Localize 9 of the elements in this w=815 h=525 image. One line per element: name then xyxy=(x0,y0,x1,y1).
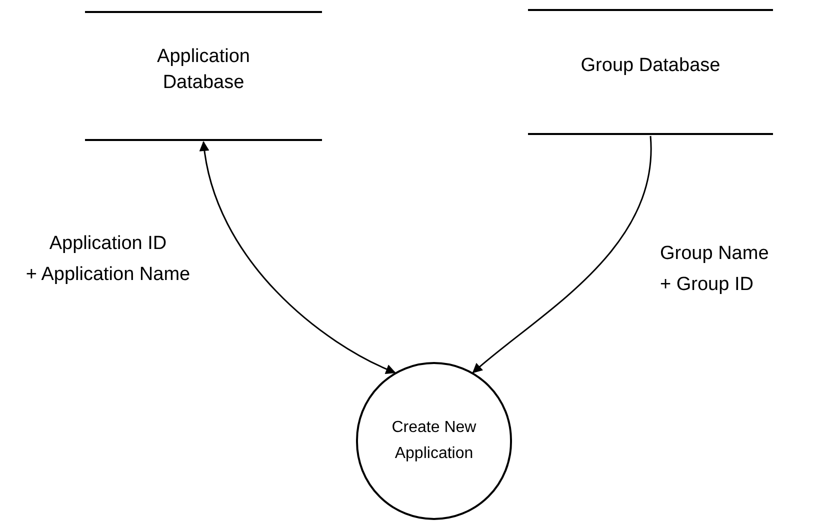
node-label: Group Database xyxy=(580,54,722,78)
edge-label: Application ID + Application Name xyxy=(24,232,192,287)
edge-label: Group Name + Group ID xyxy=(660,242,770,297)
node-label: Application Database xyxy=(156,45,251,95)
curved-arrow xyxy=(200,141,396,374)
curved-arrow xyxy=(472,136,652,374)
data-store xyxy=(528,9,773,135)
data-store xyxy=(85,11,322,141)
node-label: Create New Application xyxy=(390,418,478,464)
